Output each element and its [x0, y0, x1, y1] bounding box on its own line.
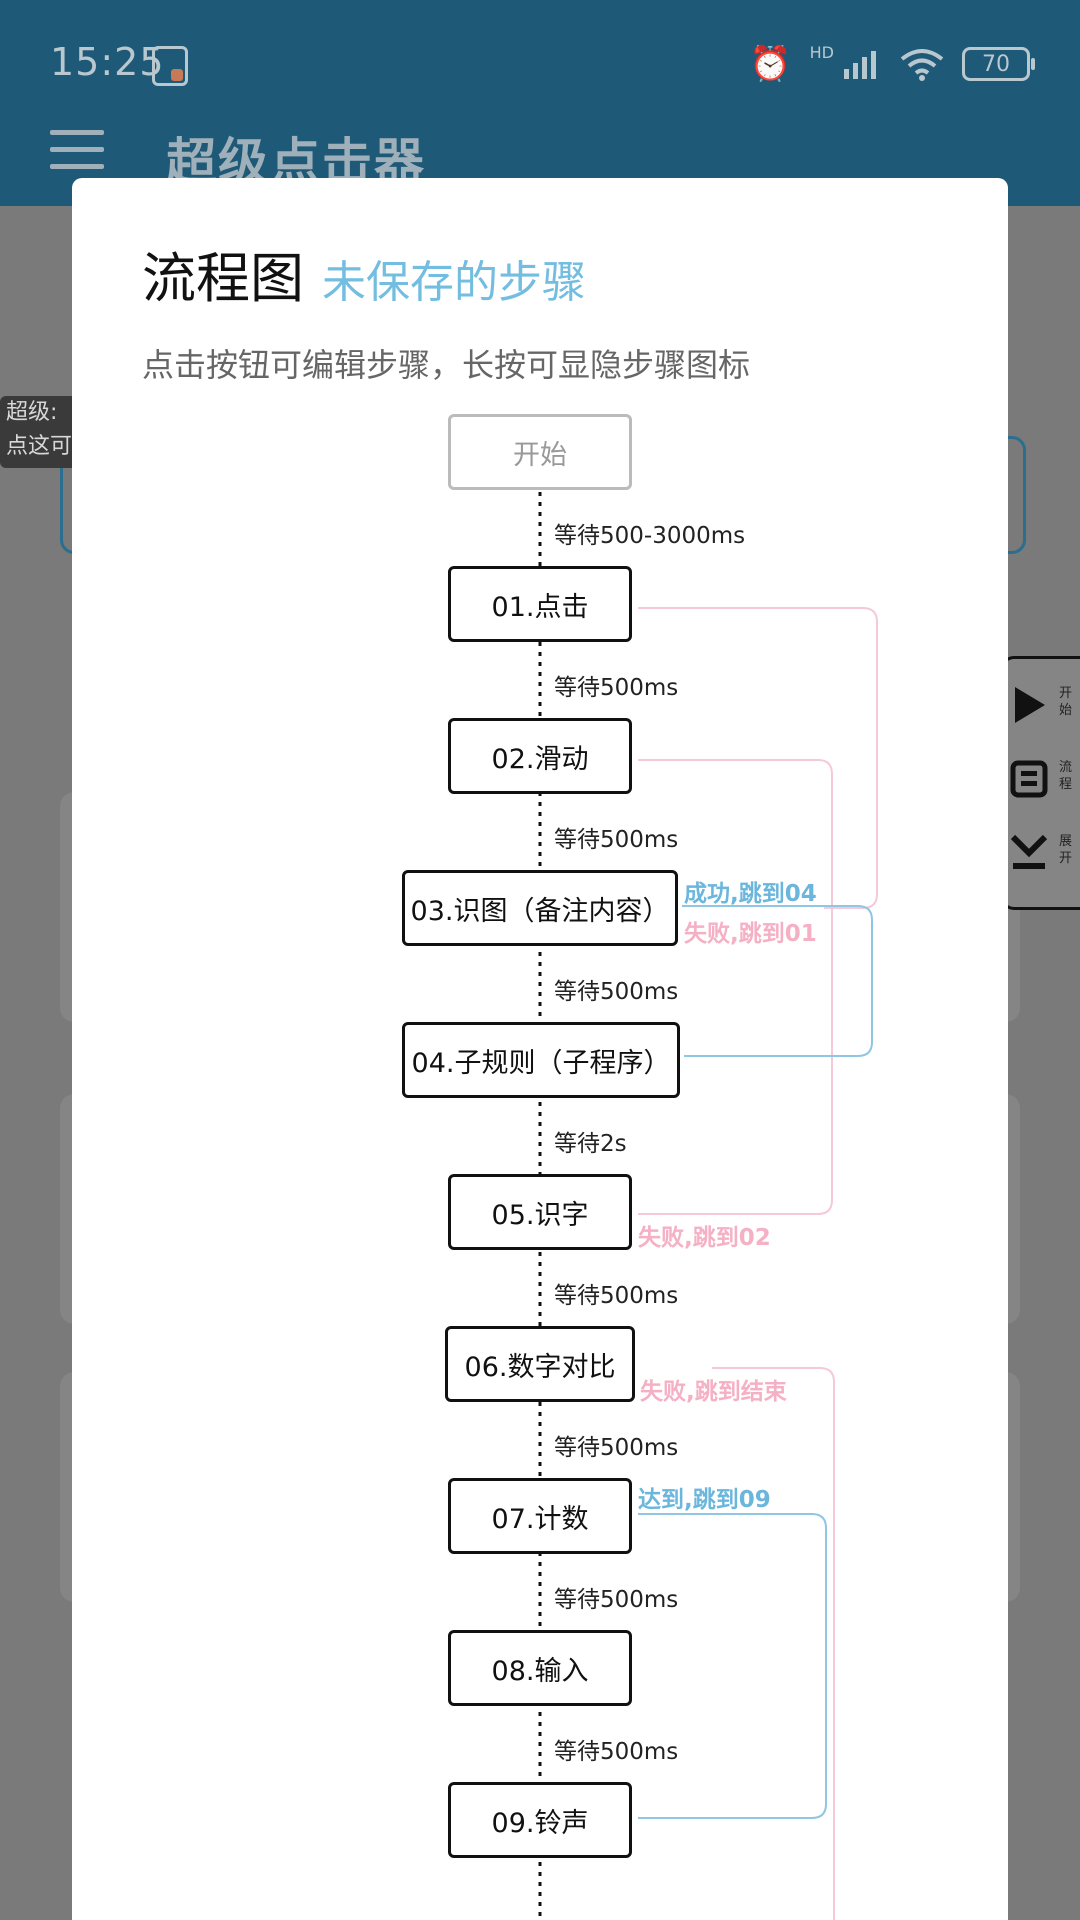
branch-label-success: 成功,跳到04 — [684, 881, 817, 907]
flowchart: 开始 等待500-3000ms 01.点击 等待500ms 02.滑动 等待50… — [72, 178, 1008, 1920]
step-node-06[interactable]: 06.数字对比 — [445, 1326, 635, 1402]
wait-label: 等待500ms — [554, 979, 679, 1005]
branch-label-reach: 达到,跳到09 — [638, 1487, 771, 1513]
branch-line-fail-02 — [638, 759, 833, 1215]
flow-icon — [1010, 760, 1048, 798]
side-tip-line: 超级: — [6, 400, 58, 425]
wait-label: 等待500ms — [554, 1435, 679, 1461]
floating-control-panel: 开始 流程 展开 — [1000, 656, 1080, 910]
step-node-08[interactable]: 08.输入 — [448, 1630, 632, 1706]
wait-label: 等待500ms — [554, 1283, 679, 1309]
branch-label-fail: 失败,跳到结束 — [640, 1379, 787, 1405]
notification-app-icon — [152, 46, 188, 86]
step-node-09[interactable]: 09.铃声 — [448, 1782, 632, 1858]
floating-start-label: 开始 — [1059, 686, 1073, 718]
branch-line-fail-end — [712, 1367, 835, 1920]
wait-label: 等待500ms — [554, 1587, 679, 1613]
side-tip-line: 点这可 — [6, 434, 73, 459]
floating-expand-button[interactable]: 展开 — [1003, 821, 1080, 891]
step-node-03[interactable]: 03.识图（备注内容） — [402, 870, 678, 946]
dialog-subtitle: 未保存的步骤 — [322, 257, 586, 308]
play-icon — [1015, 687, 1045, 723]
side-tip[interactable]: 超级: 点这可 — [0, 396, 82, 468]
branch-line-success-04 — [682, 905, 873, 1057]
menu-icon[interactable] — [50, 130, 104, 170]
floating-flow-label: 流程 — [1059, 760, 1073, 792]
wait-label: 等待500ms — [554, 827, 679, 853]
battery-icon: 70 — [962, 47, 1035, 81]
dialog-title: 流程图 — [142, 247, 304, 310]
status-icons: ⏰ HD 70 — [749, 42, 1035, 84]
wait-label: 等待500ms — [554, 1739, 679, 1765]
floating-flow-button[interactable]: 流程 — [1003, 747, 1080, 817]
alarm-icon: ⏰ — [749, 44, 792, 84]
status-bar: 15:25 ⏰ HD 70 — [0, 0, 1080, 120]
flow-start-node[interactable]: 开始 — [448, 414, 632, 490]
status-time: 15:25 — [50, 40, 165, 84]
hd-indicator: HD — [809, 42, 834, 62]
branch-line-reach-09 — [638, 1513, 827, 1819]
branch-line-fail-01 — [638, 607, 878, 909]
flowchart-dialog: 流程图 未保存的步骤 点击按钮可编辑步骤，长按可显隐步骤图标 开始 等待500-… — [72, 178, 1008, 1920]
signal-icon — [844, 51, 876, 79]
wait-label: 等待500ms — [554, 675, 679, 701]
branch-label-fail: 失败,跳到02 — [638, 1225, 771, 1251]
step-node-07[interactable]: 07.计数 — [448, 1478, 632, 1554]
step-node-02[interactable]: 02.滑动 — [448, 718, 632, 794]
wait-label: 等待2s — [554, 1131, 627, 1157]
wifi-icon — [900, 49, 944, 81]
wait-label: 等待500-3000ms — [554, 523, 746, 549]
floating-expand-label: 展开 — [1059, 834, 1073, 866]
step-node-01[interactable]: 01.点击 — [448, 566, 632, 642]
battery-level: 70 — [982, 51, 1010, 77]
expand-icon — [1010, 834, 1048, 869]
dialog-hint: 点击按钮可编辑步骤，长按可显隐步骤图标 — [142, 346, 751, 384]
step-node-05[interactable]: 05.识字 — [448, 1174, 632, 1250]
step-node-04[interactable]: 04.子规则（子程序） — [402, 1022, 680, 1098]
floating-start-button[interactable]: 开始 — [1003, 673, 1080, 743]
branch-label-fail: 失败,跳到01 — [684, 921, 817, 947]
